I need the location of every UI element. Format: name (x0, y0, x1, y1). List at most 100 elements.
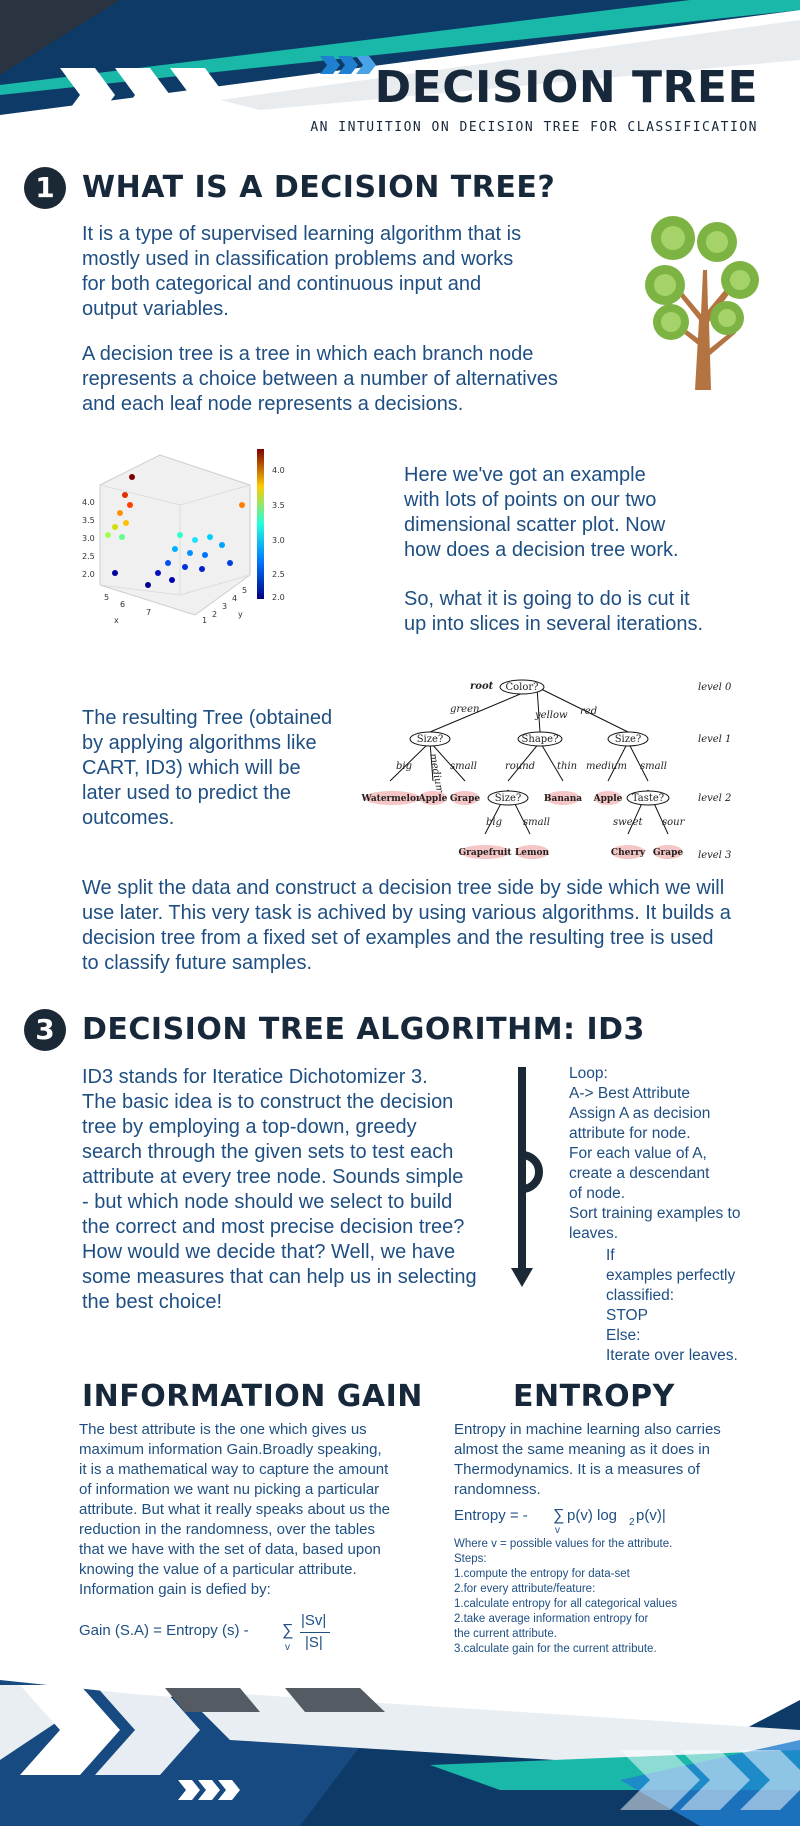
colorbar-tick: 3.5 (272, 501, 285, 510)
branch-label: small (523, 817, 550, 828)
x-axis-label: x (114, 616, 119, 625)
section-number-1: 1 (24, 167, 66, 209)
scatter-plot-3d: 4.0 3.5 3.0 2.5 2.0 4.0 3.5 3.0 2.5 2.0 … (82, 449, 285, 625)
algo-line: classified: (606, 1287, 675, 1304)
entropy-formula-left: Entropy = - (454, 1507, 532, 1524)
header-decoration (0, 0, 800, 122)
z-tick: 2.0 (82, 570, 95, 579)
leaf-grapefruit: Grapefruit (458, 848, 512, 858)
sigma-icon: ∑ (282, 1622, 294, 1639)
leaf-banana: Banana (544, 794, 582, 804)
entropy-formula: Entropy = - ∑ v p(v) log 2 p(v)| (454, 1505, 784, 1536)
leaf-lemon: Lemon (515, 848, 550, 858)
y-tick: 3 (222, 602, 227, 611)
leaf-apple: Apple (593, 794, 623, 804)
node-shape: Shape? (522, 734, 559, 745)
leaf-grape: Grape (653, 848, 684, 858)
tree-illustration (645, 216, 759, 390)
entropy-title: ENTROPY (513, 1379, 675, 1414)
page-title: DECISION TREE (374, 62, 758, 113)
branch-label: small (640, 761, 667, 772)
level-label: level 0 (698, 682, 732, 693)
id3-algorithm-steps: Loop: A-> Best Attribute Assign A as dec… (569, 1064, 789, 1366)
flow-arrow-icon (511, 1067, 543, 1287)
id3-description: ID3 stands for Iteratice Dichotomizer 3.… (82, 1066, 477, 1313)
x-tick: 7 (146, 608, 151, 617)
gain-fraction-denominator: |S| (305, 1634, 323, 1651)
branch-label: thin (557, 761, 577, 772)
page-subtitle: AN INTUITION ON DECISION TREE FOR CLASSI… (310, 120, 758, 135)
scatter-points (105, 474, 245, 588)
information-gain-text: The best attribute is the one which give… (79, 1421, 391, 1598)
y-tick: 4 (232, 594, 237, 603)
section-1-title: WHAT IS A DECISION TREE? (82, 170, 556, 205)
node-taste: Taste? (632, 793, 664, 804)
colorbar-tick: 2.5 (272, 570, 285, 579)
algo-line: create a descendant (569, 1165, 710, 1182)
algo-line: attribute for node. (569, 1125, 691, 1142)
z-tick: 3.0 (82, 534, 95, 543)
colorbar-tick: 4.0 (272, 466, 285, 475)
branch-label: round (505, 761, 535, 772)
gain-formula-left: Gain (S.A) = Entropy (s) - (79, 1622, 253, 1639)
x-tick: 6 (120, 600, 125, 609)
leaf-grape: Grape (450, 794, 481, 804)
gain-fraction-numerator: |Sv| (301, 1612, 327, 1629)
branch-label: big (486, 817, 502, 828)
level-label: level 3 (698, 850, 731, 861)
algo-line: examples perfectly (606, 1267, 736, 1284)
algo-line: Loop: (569, 1065, 608, 1082)
sigma-subscript: v (555, 1525, 560, 1536)
algo-line: Iterate over leaves. (606, 1347, 738, 1364)
branch-label: medium (427, 753, 445, 795)
algo-line: leaves. (569, 1225, 619, 1242)
z-tick: 3.5 (82, 516, 95, 525)
scatter-description-2: So, what it is going to do is cut it up … (404, 588, 704, 635)
sigma-subscript: v (285, 1642, 290, 1653)
entropy-text: Entropy in machine learning also carries… (454, 1421, 721, 1498)
z-tick: 2.5 (82, 552, 95, 561)
entropy-formula-right: p(v)| (636, 1507, 666, 1524)
algo-line: A-> Best Attribute (569, 1085, 691, 1102)
gain-formula: Gain (S.A) = Entropy (s) - ∑ v |Sv| |S| (79, 1612, 379, 1662)
leaf-watermelon: Watermelon (361, 794, 423, 804)
leaf-apple: Apple (418, 794, 448, 804)
result-tree-description: The resulting Tree (obtained by applying… (82, 707, 333, 829)
y-axis-label: y (238, 610, 243, 619)
y-tick: 1 (202, 616, 207, 625)
branch-label: medium (586, 761, 627, 772)
node-size: Size? (417, 734, 444, 745)
node-size: Size? (495, 793, 522, 804)
root-label: root (470, 681, 494, 692)
algo-line: Sort training examples to (569, 1205, 741, 1222)
algo-line: Assign A as decision (569, 1105, 711, 1122)
z-tick: 4.0 (82, 498, 95, 507)
level-label: level 2 (698, 793, 731, 804)
branch-label: sour (662, 817, 686, 828)
root-node: Color? (505, 682, 538, 693)
algo-line: For each value of A, (569, 1145, 707, 1162)
sigma-icon: ∑ (553, 1507, 565, 1524)
node-size: Size? (615, 734, 642, 745)
colorbar-tick: 2.0 (272, 593, 285, 602)
branch-label: sweet (613, 817, 644, 828)
branch-label: green (450, 704, 479, 715)
information-gain-title: INFORMATION GAIN (82, 1379, 423, 1414)
branch-label: big (396, 761, 412, 772)
section-3-title: DECISION TREE ALGORITHM: ID3 (82, 1012, 645, 1047)
fraction-bar (300, 1632, 330, 1633)
colorbar-tick: 3.0 (272, 536, 285, 545)
entropy-steps: Where v = possible values for the attrib… (454, 1538, 678, 1655)
y-tick: 2 (212, 610, 217, 619)
intro-paragraph-1: It is a type of supervised learning algo… (82, 223, 522, 320)
scatter-description-1: Here we've got an example with lots of p… (404, 464, 679, 561)
branch-label: small (450, 761, 477, 772)
algo-line: If (606, 1247, 615, 1264)
split-description: We split the data and construct a decisi… (82, 877, 731, 974)
log-base: 2 (629, 1517, 635, 1528)
x-tick: 5 (104, 593, 109, 602)
branch-label: red (580, 706, 597, 717)
y-tick: 5 (242, 586, 247, 595)
entropy-formula-mid: p(v) log (567, 1507, 618, 1524)
level-label: level 1 (698, 734, 731, 745)
